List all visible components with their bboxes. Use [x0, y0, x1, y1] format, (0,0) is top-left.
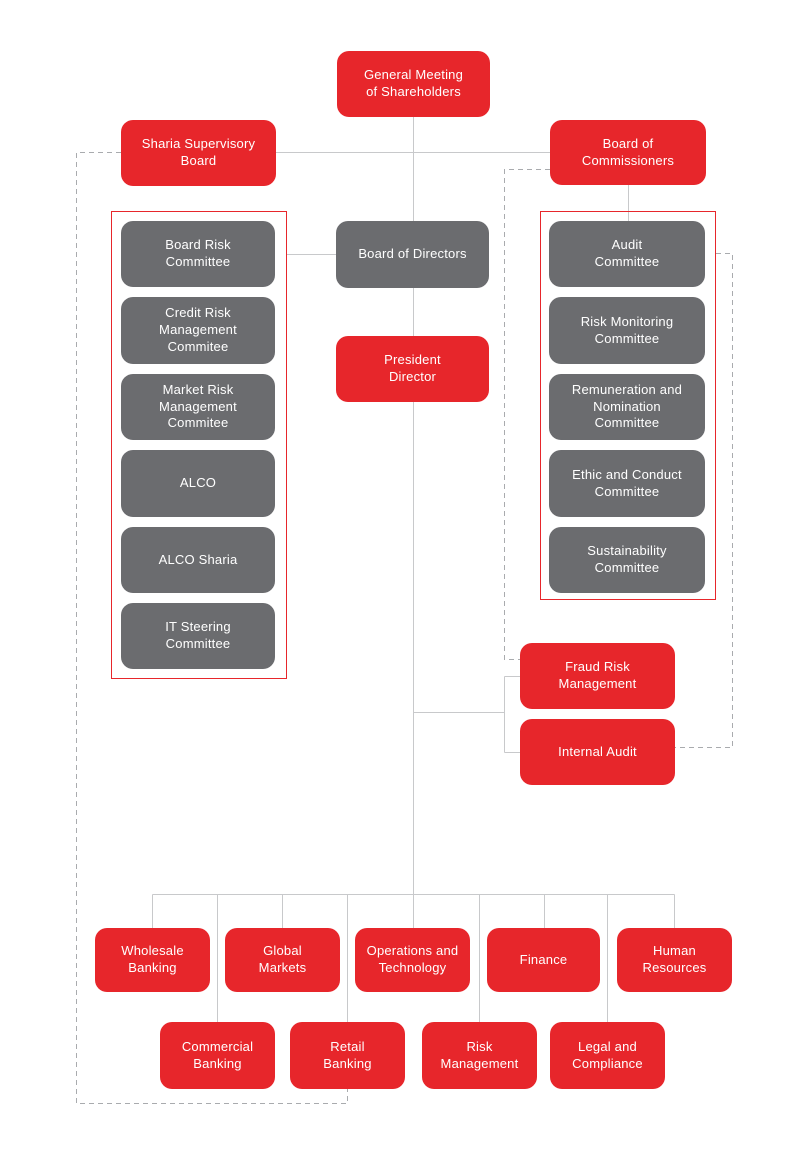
node-it-steering-committee: IT Steering Committee [121, 603, 275, 669]
node-label: Operations and Technology [366, 943, 459, 975]
node-label: Wholesale Banking [121, 943, 184, 975]
node-label: ALCO [179, 475, 217, 491]
node-label: Ethic and Conduct Committee [572, 466, 682, 499]
node-label: IT Steering Committee [165, 619, 231, 651]
node-label: Remuneration and Nomination Committee [571, 381, 683, 431]
node-label: Credit Risk Management Commitee [159, 305, 237, 354]
dashed-connectors [76, 152, 733, 1104]
node-label: President Director [384, 352, 441, 384]
node-risk-management: Risk Management [422, 1022, 537, 1089]
node-operations-and-technology: Operations and Technology [355, 928, 470, 992]
node-label: ALCO Sharia [158, 551, 238, 567]
node-label: Market Risk Management Commitee [159, 381, 237, 431]
node-label: Risk Monitoring Committee [580, 313, 674, 346]
node-label: Finance [519, 951, 568, 967]
node-label: Human Resources [642, 943, 707, 975]
node-risk-monitoring-committee: Risk Monitoring Committee [549, 297, 705, 364]
node-label: Internal Audit [558, 743, 637, 759]
node-label: Commercial Banking [181, 1038, 254, 1071]
node-finance: Finance [487, 928, 600, 992]
solid-connectors [152, 117, 675, 1022]
node-sustainability-committee: Sustainability Committee [549, 527, 705, 593]
node-label: Board of Commissioners [581, 135, 675, 168]
node-legal-and-compliance: Legal and Compliance [550, 1022, 665, 1089]
director-committees-frame [111, 211, 287, 679]
node-label: Fraud Risk Management [558, 659, 637, 691]
node-label: Sharia Supervisory Board [141, 136, 256, 168]
node-label: Board of Directors [358, 246, 467, 262]
node-credit-risk-management-committee: Credit Risk Management Commitee [121, 297, 275, 364]
node-label: Sustainability Committee [587, 543, 667, 575]
node-market-risk-management-committee: Market Risk Management Commitee [121, 374, 275, 440]
node-commercial-banking: Commercial Banking [160, 1022, 275, 1089]
node-internal-audit: Internal Audit [520, 719, 675, 785]
node-label: Risk Management [440, 1038, 519, 1071]
node-board-of-commissioners: Board of Commissioners [550, 120, 706, 185]
node-human-resources: Human Resources [617, 928, 732, 992]
node-label: Global Markets [258, 943, 307, 975]
node-president-director: President Director [336, 336, 489, 402]
node-label: Audit Committee [594, 237, 660, 269]
node-label: Retail Banking [323, 1038, 372, 1071]
node-remuneration-and-nomination-committee: Remuneration and Nomination Committee [549, 374, 705, 440]
commissioner-committees-frame [540, 211, 716, 600]
node-retail-banking: Retail Banking [290, 1022, 405, 1089]
node-board-of-directors: Board of Directors [336, 221, 489, 288]
node-fraud-risk-management: Fraud Risk Management [520, 643, 675, 709]
node-label: Legal and Compliance [572, 1038, 643, 1071]
node-sharia-supervisory-board: Sharia Supervisory Board [121, 120, 276, 186]
node-audit-committee: Audit Committee [549, 221, 705, 287]
node-ethic-and-conduct-committee: Ethic and Conduct Committee [549, 450, 705, 517]
node-label: General Meeting of Shareholders [363, 67, 464, 99]
node-label: Board Risk Committee [165, 237, 231, 269]
node-global-markets: Global Markets [225, 928, 340, 992]
node-wholesale-banking: Wholesale Banking [95, 928, 210, 992]
node-board-risk-committee: Board Risk Committee [121, 221, 275, 287]
node-alco-sharia: ALCO Sharia [121, 527, 275, 593]
node-alco: ALCO [121, 450, 275, 517]
node-general-meeting-of-shareholders: General Meeting of Shareholders [337, 51, 490, 117]
